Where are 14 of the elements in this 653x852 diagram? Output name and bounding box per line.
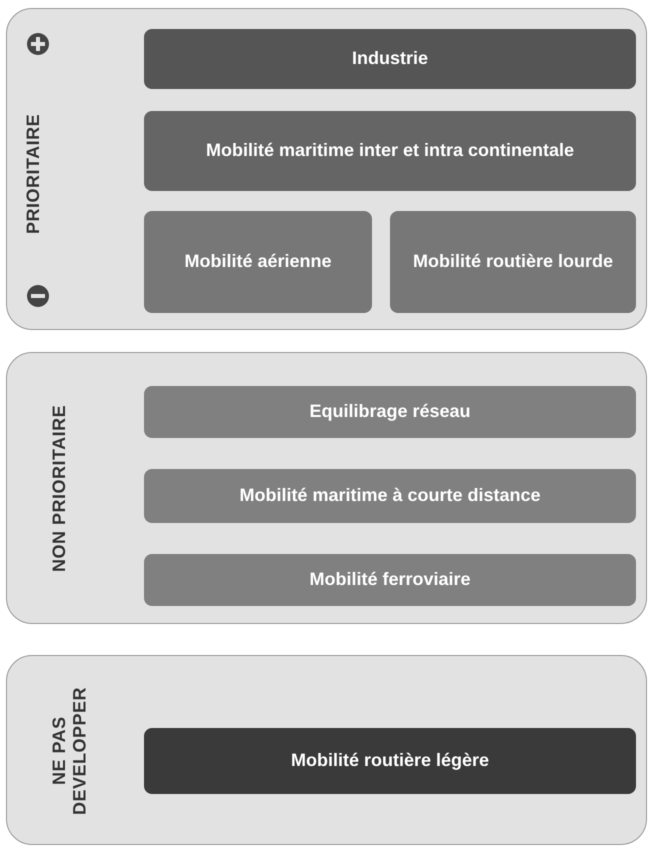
category-panel — [6, 655, 647, 845]
category-panel — [6, 8, 647, 330]
sector-box: Mobilité routière lourde — [390, 211, 636, 313]
sector-box: Industrie — [144, 29, 636, 89]
sector-box: Mobilité aérienne — [144, 211, 372, 313]
sector-box: Mobilité maritime inter et intra continentale — [144, 111, 636, 191]
category-panel — [6, 352, 647, 624]
sector-box: Mobilité ferroviaire — [144, 554, 636, 606]
sector-box: Mobilité routière légère — [144, 728, 636, 794]
panel-title: PRIORITAIRE — [23, 112, 44, 236]
sector-box: Mobilité maritime à courte distance — [144, 469, 636, 523]
sector-box: Equilibrage réseau — [144, 386, 636, 438]
panel-title: NON PRIORITAIRE — [49, 403, 70, 574]
panel-title: NE PAS DEVELOPPER — [49, 686, 91, 818]
